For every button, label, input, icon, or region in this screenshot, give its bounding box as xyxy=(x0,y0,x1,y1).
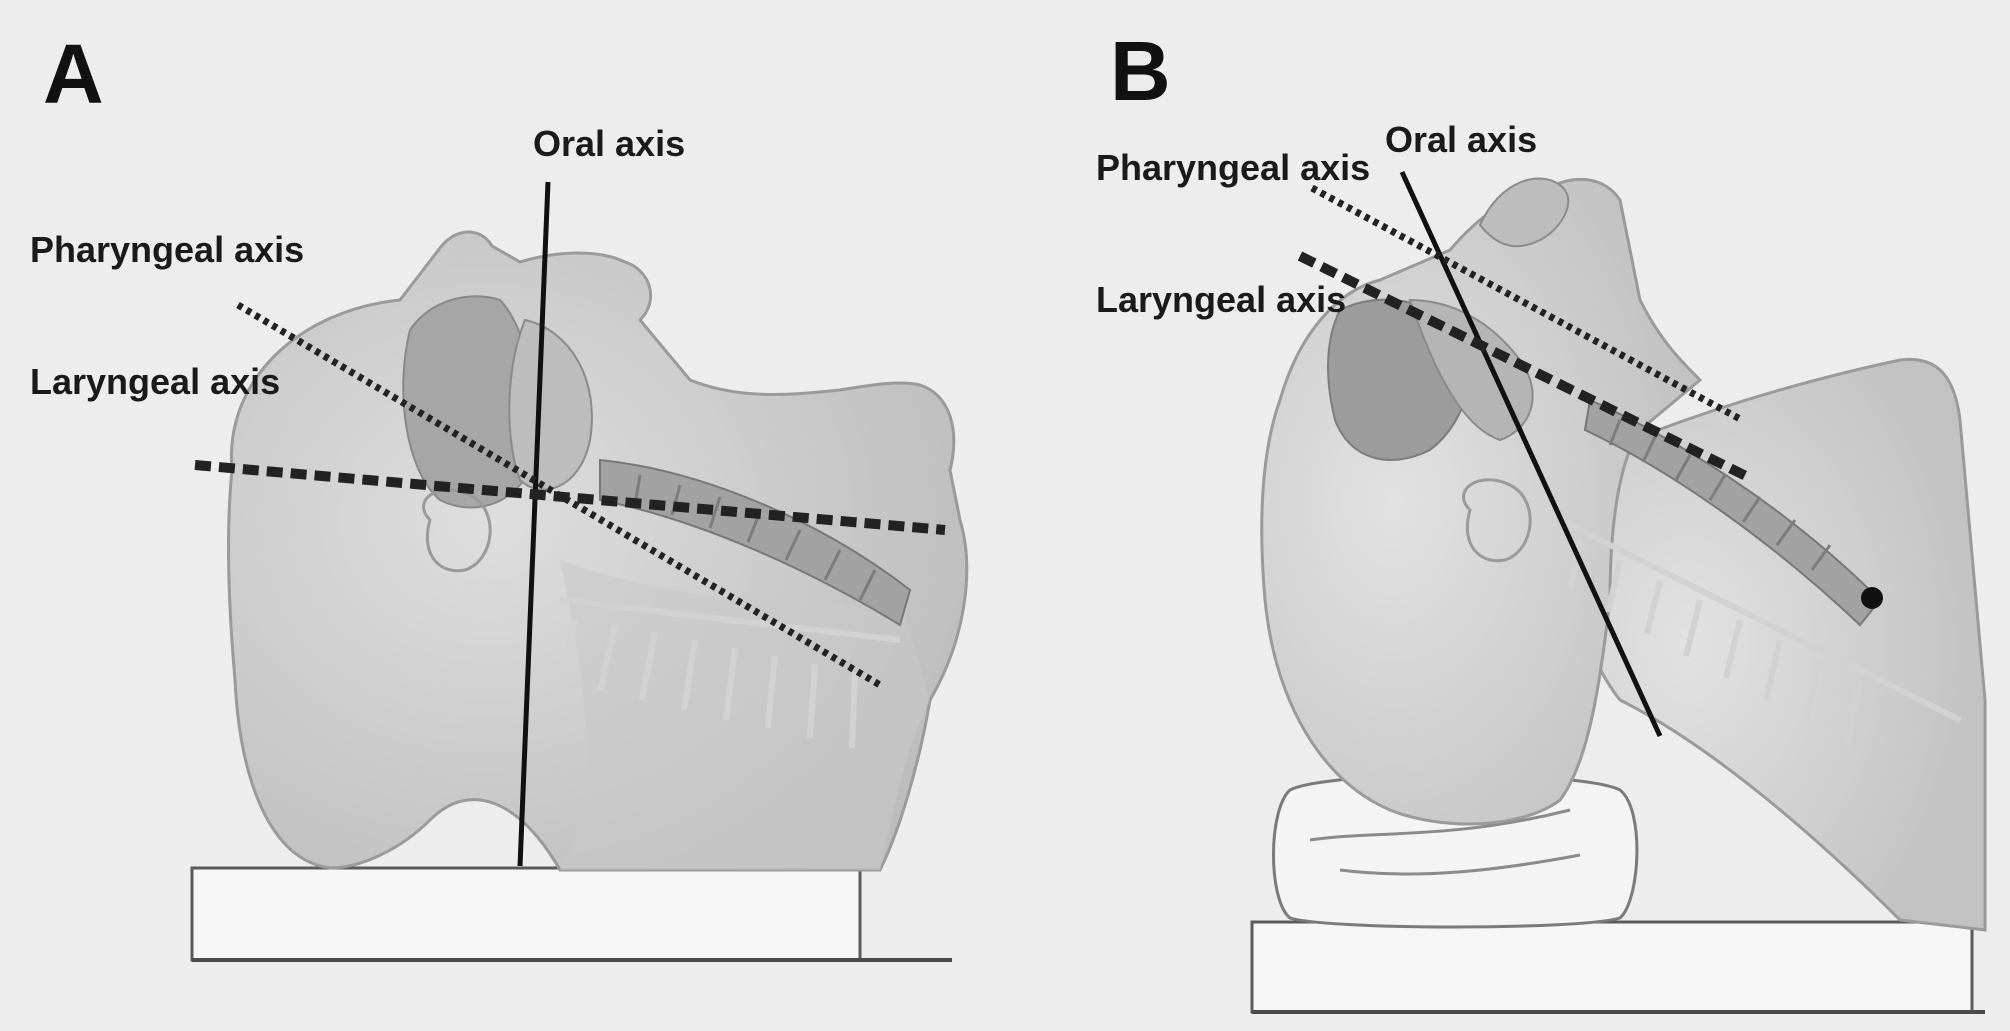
panel-b-tube-tip xyxy=(1861,587,1883,609)
panel-a: A Oral axis Pharyngeal axis Laryngeal ax… xyxy=(30,27,967,960)
panel-a-oral-axis-label: Oral axis xyxy=(533,123,685,164)
panel-a-pharyngeal-axis-label: Pharyngeal axis xyxy=(30,229,304,270)
panel-a-table xyxy=(192,868,952,960)
panel-b: B Oral axis Pharyngeal axis Laryngeal ax… xyxy=(1096,24,1985,1012)
panel-b-oral-axis-label: Oral axis xyxy=(1385,119,1537,160)
panel-b-laryngeal-axis-label: Laryngeal axis xyxy=(1096,279,1346,320)
panel-b-table xyxy=(1252,922,1985,1012)
panel-b-pharyngeal-axis-label: Pharyngeal axis xyxy=(1096,147,1370,188)
panel-b-letter: B xyxy=(1110,24,1171,118)
panel-a-laryngeal-axis-label: Laryngeal axis xyxy=(30,361,280,402)
panel-a-letter: A xyxy=(43,27,104,121)
